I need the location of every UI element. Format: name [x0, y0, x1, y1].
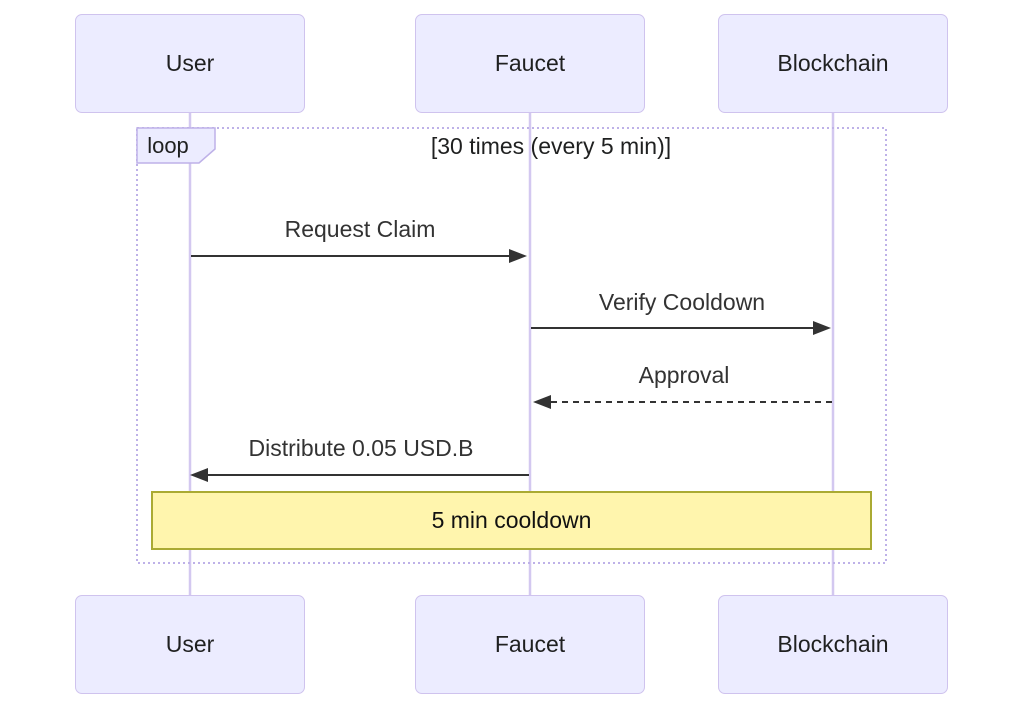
actor-label: User — [165, 50, 215, 76]
actor-bottom-user: User — [75, 595, 305, 694]
actor-label: Faucet — [494, 631, 566, 657]
actor-top-blockchain: Blockchain — [718, 14, 948, 113]
loop-condition-label: [30 times (every 5 min)] — [430, 133, 672, 159]
note-text: 5 min cooldown — [431, 507, 592, 533]
actor-label: Faucet — [494, 50, 566, 76]
actor-top-user: User — [75, 14, 305, 113]
loop-frame — [136, 127, 887, 564]
arrow-approval-head — [533, 395, 551, 409]
arrow-request-claim-head — [509, 249, 527, 263]
note-cooldown: 5 min cooldown — [151, 491, 872, 550]
actor-top-faucet: Faucet — [415, 14, 645, 113]
loop-label-tab — [136, 127, 216, 164]
message-label-distribute: Distribute 0.05 USD.B — [248, 435, 474, 461]
actor-label: Blockchain — [777, 50, 889, 76]
actor-bottom-blockchain: Blockchain — [718, 595, 948, 694]
arrow-verify-cooldown-head — [813, 321, 831, 335]
message-label-approval: Approval — [638, 362, 730, 388]
actor-label: User — [165, 631, 215, 657]
message-label-verify-cooldown: Verify Cooldown — [598, 289, 766, 315]
arrow-distribute-head — [190, 468, 208, 482]
loop-keyword-label: loop — [147, 132, 189, 158]
message-label-request-claim: Request Claim — [284, 216, 436, 242]
actor-label: Blockchain — [777, 631, 889, 657]
actor-bottom-faucet: Faucet — [415, 595, 645, 694]
